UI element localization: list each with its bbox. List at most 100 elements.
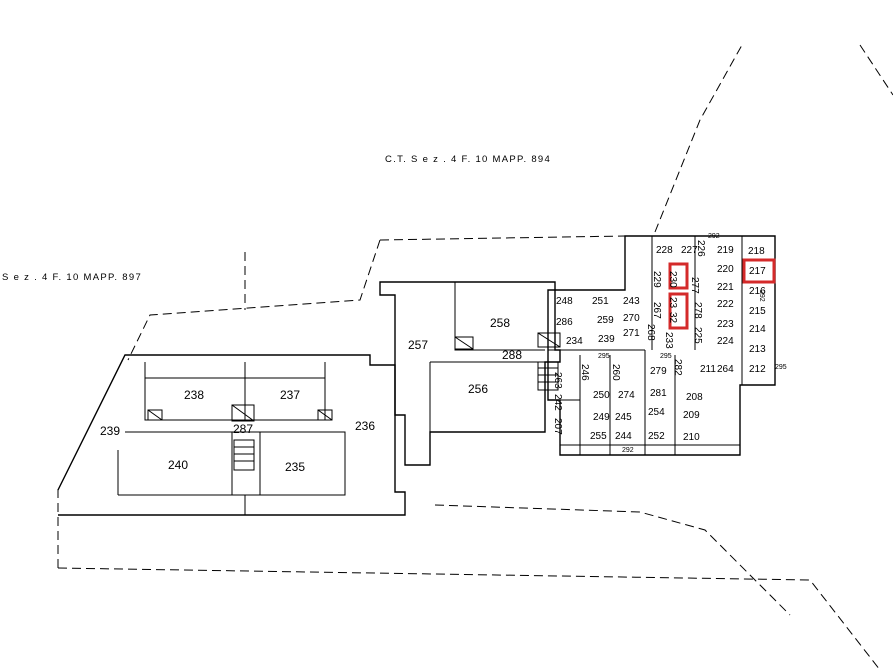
storage-unit-252: 252 xyxy=(648,431,665,442)
storage-unit-282: 282 xyxy=(672,359,683,376)
storage-unit-210: 210 xyxy=(683,432,700,443)
header-north-mapp-894: C.T. S e z . 4 F. 10 MAPP. 894 xyxy=(385,154,551,165)
storage-unit-32: 32 xyxy=(667,312,678,324)
unit-238: 238 xyxy=(184,388,204,402)
storage-unit-249: 249 xyxy=(593,412,610,423)
storage-unit-208: 208 xyxy=(686,392,703,403)
storage-unit-213: 213 xyxy=(749,344,766,355)
shaft-4-x xyxy=(454,336,474,350)
storage-unit-286: 286 xyxy=(556,317,573,328)
unit-257: 257 xyxy=(408,338,428,352)
storage-unit-242: 242 xyxy=(552,394,563,411)
storage-unit-259: 259 xyxy=(597,315,614,326)
storage-unit-255: 255 xyxy=(590,431,607,442)
highlight-unit-230 xyxy=(668,262,689,290)
shaft-3-x xyxy=(317,409,333,421)
storage-unit-218: 218 xyxy=(748,246,765,257)
storage-unit-216: 216 xyxy=(749,286,766,297)
storage-unit-224: 224 xyxy=(717,336,734,347)
storage-unit-234: 234 xyxy=(566,336,583,347)
shaft-3 xyxy=(317,409,333,421)
shaft-4 xyxy=(454,336,474,350)
storage-unit-211: 211 xyxy=(700,364,716,375)
storage-unit-251: 251 xyxy=(592,296,609,307)
unit-256: 256 xyxy=(468,382,488,396)
dimension-label: 292 xyxy=(708,233,720,240)
storage-unit-274: 274 xyxy=(618,390,635,401)
storage-unit-222: 222 xyxy=(717,299,734,310)
building-walls xyxy=(57,235,776,516)
storage-unit-271: 271 xyxy=(623,328,640,339)
storage-unit-278: 278 xyxy=(692,302,703,319)
storage-unit-264: 264 xyxy=(717,364,734,375)
storage-unit-270: 270 xyxy=(623,313,640,324)
unit-237: 237 xyxy=(280,388,300,402)
shaft-5-x xyxy=(537,332,561,348)
storage-unit-212: 212 xyxy=(749,364,766,375)
storage-unit-243: 243 xyxy=(623,296,640,307)
unit-240: 240 xyxy=(168,458,188,472)
storage-unit-229: 229 xyxy=(651,271,662,288)
storage-unit-215: 215 xyxy=(749,306,766,317)
storage-unit-277: 277 xyxy=(689,277,700,294)
east-block-outline xyxy=(547,235,776,456)
highlight-unit-217 xyxy=(742,258,776,284)
dimension-label: 295 xyxy=(775,364,787,371)
unit-288: 288 xyxy=(502,348,522,362)
storage-unit-254: 254 xyxy=(648,407,665,418)
header-west-mapp-897: S e z . 4 F. 10 MAPP. 897 xyxy=(2,272,142,283)
storage-unit-219: 219 xyxy=(717,245,734,256)
property-boundaries xyxy=(57,44,893,670)
boundary-north xyxy=(379,235,626,241)
storage-unit-225: 225 xyxy=(692,327,703,344)
boundary-south xyxy=(57,567,881,670)
boundary-north-east xyxy=(654,44,743,233)
unit-287: 287 xyxy=(233,422,253,436)
dimension-annotations: 292 295 295 292 292 295 xyxy=(598,233,787,454)
boundary-north-east-corner xyxy=(859,44,893,96)
storage-unit-228: 228 xyxy=(656,245,673,256)
storage-unit-221: 221 xyxy=(717,282,734,293)
shaft-2 xyxy=(231,404,255,422)
west-wing-inner-upper xyxy=(144,362,326,421)
storage-unit-227: 227 xyxy=(681,245,698,256)
storage-unit-209: 209 xyxy=(683,410,700,421)
storage-unit-268: 268 xyxy=(645,324,656,341)
stair-287 xyxy=(233,439,255,471)
wall-258 xyxy=(454,282,545,351)
boundary-south-east xyxy=(434,504,791,616)
storage-unit-279: 279 xyxy=(650,366,667,377)
dimension-label: 292 xyxy=(622,447,634,454)
highlighted-units xyxy=(668,258,776,330)
dimension-label: 295 xyxy=(598,353,610,360)
storage-unit-233: 233 xyxy=(663,332,674,349)
shaft-1 xyxy=(147,409,163,421)
shaft-5 xyxy=(537,332,561,348)
storage-unit-263: 263 xyxy=(552,372,563,389)
shaft-1-x xyxy=(147,409,163,421)
dimension-label: 292 xyxy=(758,290,765,302)
storage-unit-226: 226 xyxy=(695,240,706,257)
storage-unit-250: 250 xyxy=(593,390,610,401)
storage-unit-230: 230 xyxy=(667,271,678,288)
storage-unit-223: 223 xyxy=(717,319,734,330)
unit-258: 258 xyxy=(490,316,510,330)
storage-unit-207: 207 xyxy=(552,418,563,435)
storage-unit-23: 23 xyxy=(667,297,678,309)
storage-unit-239: 239 xyxy=(598,334,615,345)
storage-unit-244: 244 xyxy=(615,431,632,442)
storage-unit-260: 260 xyxy=(610,364,621,381)
unit-239: 239 xyxy=(100,424,120,438)
boundary-north-west xyxy=(127,239,381,361)
unit-236: 236 xyxy=(355,419,375,433)
storage-unit-245: 245 xyxy=(615,412,632,423)
storage-unit-281: 281 xyxy=(650,388,667,399)
unit-235: 235 xyxy=(285,460,305,474)
storage-unit-220: 220 xyxy=(717,264,734,275)
storage-unit-214: 214 xyxy=(749,324,766,335)
dimension-label: 295 xyxy=(660,353,672,360)
shaft-2-x xyxy=(231,404,255,422)
highlight-unit-23-32 xyxy=(668,292,689,330)
